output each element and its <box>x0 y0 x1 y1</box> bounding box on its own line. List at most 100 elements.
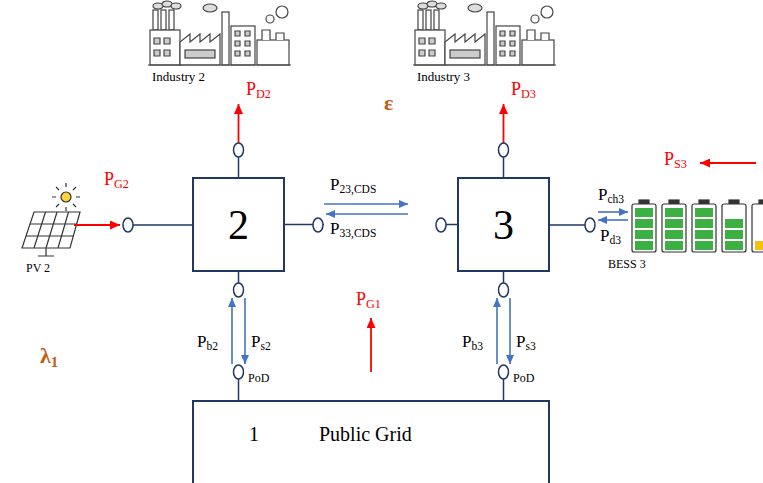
battery-body <box>632 204 656 252</box>
meter-point <box>313 218 323 232</box>
battery-body <box>662 204 686 252</box>
power-arrow <box>238 104 240 143</box>
symbol-main: P <box>516 332 525 351</box>
meter-point <box>499 283 509 297</box>
symbol-subscript: ch3 <box>607 193 624 206</box>
symbol-subscript: 1 <box>51 354 58 370</box>
building <box>257 40 289 65</box>
symbol-main: P <box>251 332 260 351</box>
smoke <box>203 4 217 12</box>
symbol-main: P <box>664 149 674 169</box>
meter-point <box>234 283 244 297</box>
flow-label: Ps2 <box>251 333 271 350</box>
symbol-main: P <box>598 185 607 204</box>
symbol-main: λ <box>40 343 51 368</box>
symbol-main: P <box>197 332 206 351</box>
symbol-subscript: s2 <box>260 340 270 353</box>
power-label: PD3 <box>511 80 536 98</box>
node-label: Public Grid <box>319 424 412 444</box>
wire <box>238 157 240 177</box>
flow-label: Pb2 <box>197 333 218 350</box>
symbol-main: P <box>511 79 521 99</box>
node-label: 2 <box>228 204 249 246</box>
industry-label: Industry 3 <box>417 70 470 83</box>
meter-point <box>123 218 133 232</box>
windows <box>185 50 215 58</box>
flow-arrow <box>326 213 408 215</box>
symbol-main: P <box>330 219 339 238</box>
symbol-subscript: 33,CDS <box>339 227 376 240</box>
price-symbol: ε <box>384 92 393 114</box>
meter-point <box>234 365 244 379</box>
symbol-main: P <box>462 332 471 351</box>
pod-label: PoD <box>248 372 269 384</box>
symbol-subscript: b2 <box>206 340 218 353</box>
flow-arrow <box>496 298 498 364</box>
symbol-subscript: S3 <box>674 157 687 171</box>
meter-point <box>499 365 509 379</box>
node-label: 1 <box>249 424 259 444</box>
battery-body <box>752 204 763 252</box>
bess-label: BESS 3 <box>608 258 646 270</box>
gear <box>266 15 274 23</box>
ground-line <box>148 64 291 65</box>
power-label: PG1 <box>356 290 381 308</box>
flow-label: P23,CDS <box>330 176 376 193</box>
symbol-main: P <box>246 79 256 99</box>
symbol-main: P <box>104 169 114 189</box>
building <box>180 34 220 65</box>
tanks <box>262 30 284 40</box>
chimney <box>153 10 158 30</box>
flow-label: Pd3 <box>600 227 621 244</box>
flow-arrow <box>598 211 628 213</box>
meter-point <box>436 218 446 232</box>
building <box>231 26 255 65</box>
sun <box>61 192 71 202</box>
symbol-main: P <box>356 289 366 309</box>
symbol-subscript: G2 <box>114 177 129 191</box>
wire <box>503 157 505 177</box>
chimney <box>169 10 174 30</box>
windows <box>154 38 170 56</box>
power-label: PG2 <box>104 170 129 188</box>
symbol-subscript: d3 <box>609 234 621 247</box>
bus-node: 2 <box>192 177 285 272</box>
symbol-subscript: D3 <box>521 87 536 101</box>
panel-stand <box>38 248 54 256</box>
panel-grid <box>26 212 77 248</box>
meter-point <box>234 143 244 157</box>
line-gap <box>235 296 242 366</box>
building <box>150 30 180 65</box>
grid-node: 1 Public Grid <box>192 400 550 483</box>
wire <box>133 224 192 226</box>
chimney <box>161 10 166 30</box>
battery-level <box>665 208 683 250</box>
flow-arrow <box>324 203 408 205</box>
flow-arrow <box>231 298 233 364</box>
power-arrow <box>503 104 505 143</box>
battery-level <box>725 219 743 250</box>
pv-label: PV 2 <box>26 262 50 274</box>
flow-arrow <box>244 298 246 364</box>
sun-rays <box>52 183 80 211</box>
power-label: PS3 <box>664 150 687 168</box>
symbol-main: P <box>330 175 339 194</box>
flow-label: Ps3 <box>516 333 536 350</box>
price-symbol: λ1 <box>40 345 58 367</box>
pod-label: PoD <box>513 372 534 384</box>
symbol-subscript: G1 <box>366 297 381 311</box>
factory-icon <box>413 1 556 65</box>
power-arrow <box>370 318 372 372</box>
symbol-subscript: s3 <box>525 340 535 353</box>
flow-label: Pb3 <box>462 333 483 350</box>
flow-label: Pch3 <box>598 186 624 203</box>
meter-point <box>499 143 509 157</box>
factory-icon <box>148 1 291 65</box>
node-label: 3 <box>493 204 514 246</box>
windows <box>235 31 250 56</box>
pv-icon <box>22 183 80 256</box>
bus-node: 3 <box>457 177 550 272</box>
gear <box>276 6 288 18</box>
power-label: PD2 <box>246 80 271 98</box>
